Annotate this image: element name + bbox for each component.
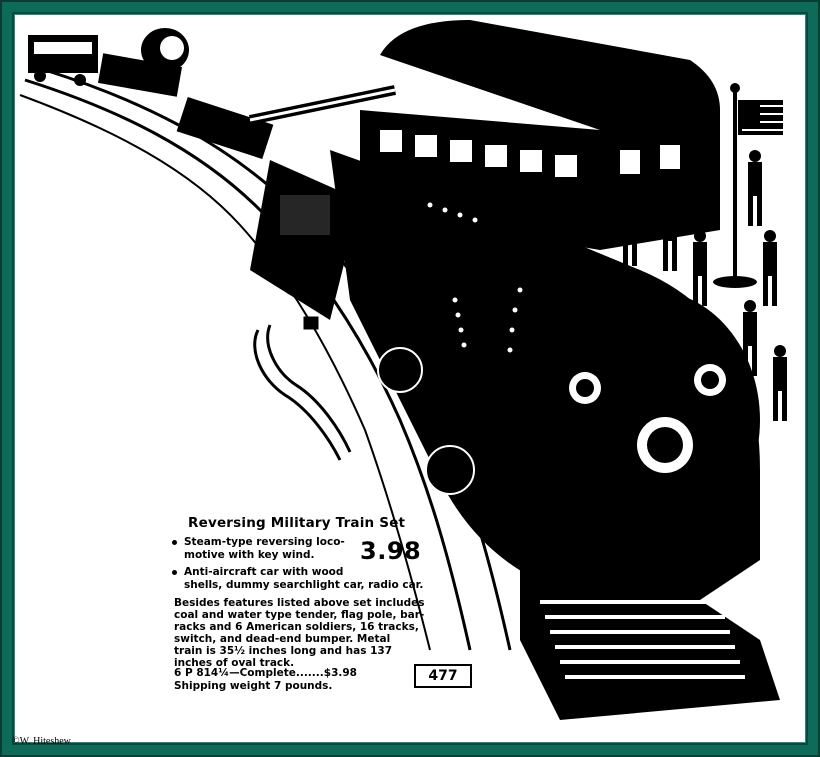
searchlight-car: [28, 28, 189, 97]
description-line: inches of oval track.: [174, 657, 295, 669]
flag-pole: [713, 83, 783, 288]
tender-car: [250, 160, 360, 320]
page-number-box: 477: [414, 664, 472, 688]
bullet-locomotive: Steam-type reversing loco- motive with k…: [172, 536, 345, 562]
ad-description: Besides features listed above set includ…: [174, 597, 454, 669]
bullet-line: motive with key wind.: [184, 549, 315, 561]
order-number-line: 6 P 814¼—Complete.......$3.98: [174, 667, 357, 679]
bullet-line: Steam-type reversing loco-: [184, 536, 345, 548]
anti-aircraft-car: [176, 85, 397, 160]
steam-locomotive: [330, 150, 780, 720]
description-line: racks and 6 American soldiers, 16 tracks…: [174, 621, 419, 633]
bullet-line: shells, dummy searchlight car, radio car…: [184, 579, 424, 591]
copyright-credit: ©W. Hiteshew: [12, 736, 71, 747]
ad-title: Reversing Military Train Set: [188, 515, 406, 531]
bullet-dot-icon: [172, 570, 177, 575]
bullet-line: Anti-aircraft car with wood: [184, 566, 344, 578]
bullet-anti-aircraft: Anti-aircraft car with wood shells, dumm…: [172, 566, 424, 592]
toy-soldiers: [623, 130, 787, 421]
bullet-dot-icon: [172, 540, 177, 545]
description-line: train is 35½ inches long and has 137: [174, 645, 393, 657]
description-line: coal and water type tender, flag pole, b…: [174, 609, 425, 621]
price-tag: 3.98: [360, 537, 422, 565]
description-line: switch, and dead-end bumper. Metal: [174, 633, 391, 645]
shipping-weight: Shipping weight 7 pounds.: [174, 680, 333, 692]
description-line: Besides features listed above set includ…: [174, 597, 425, 609]
oval-track-icon: [253, 316, 352, 461]
